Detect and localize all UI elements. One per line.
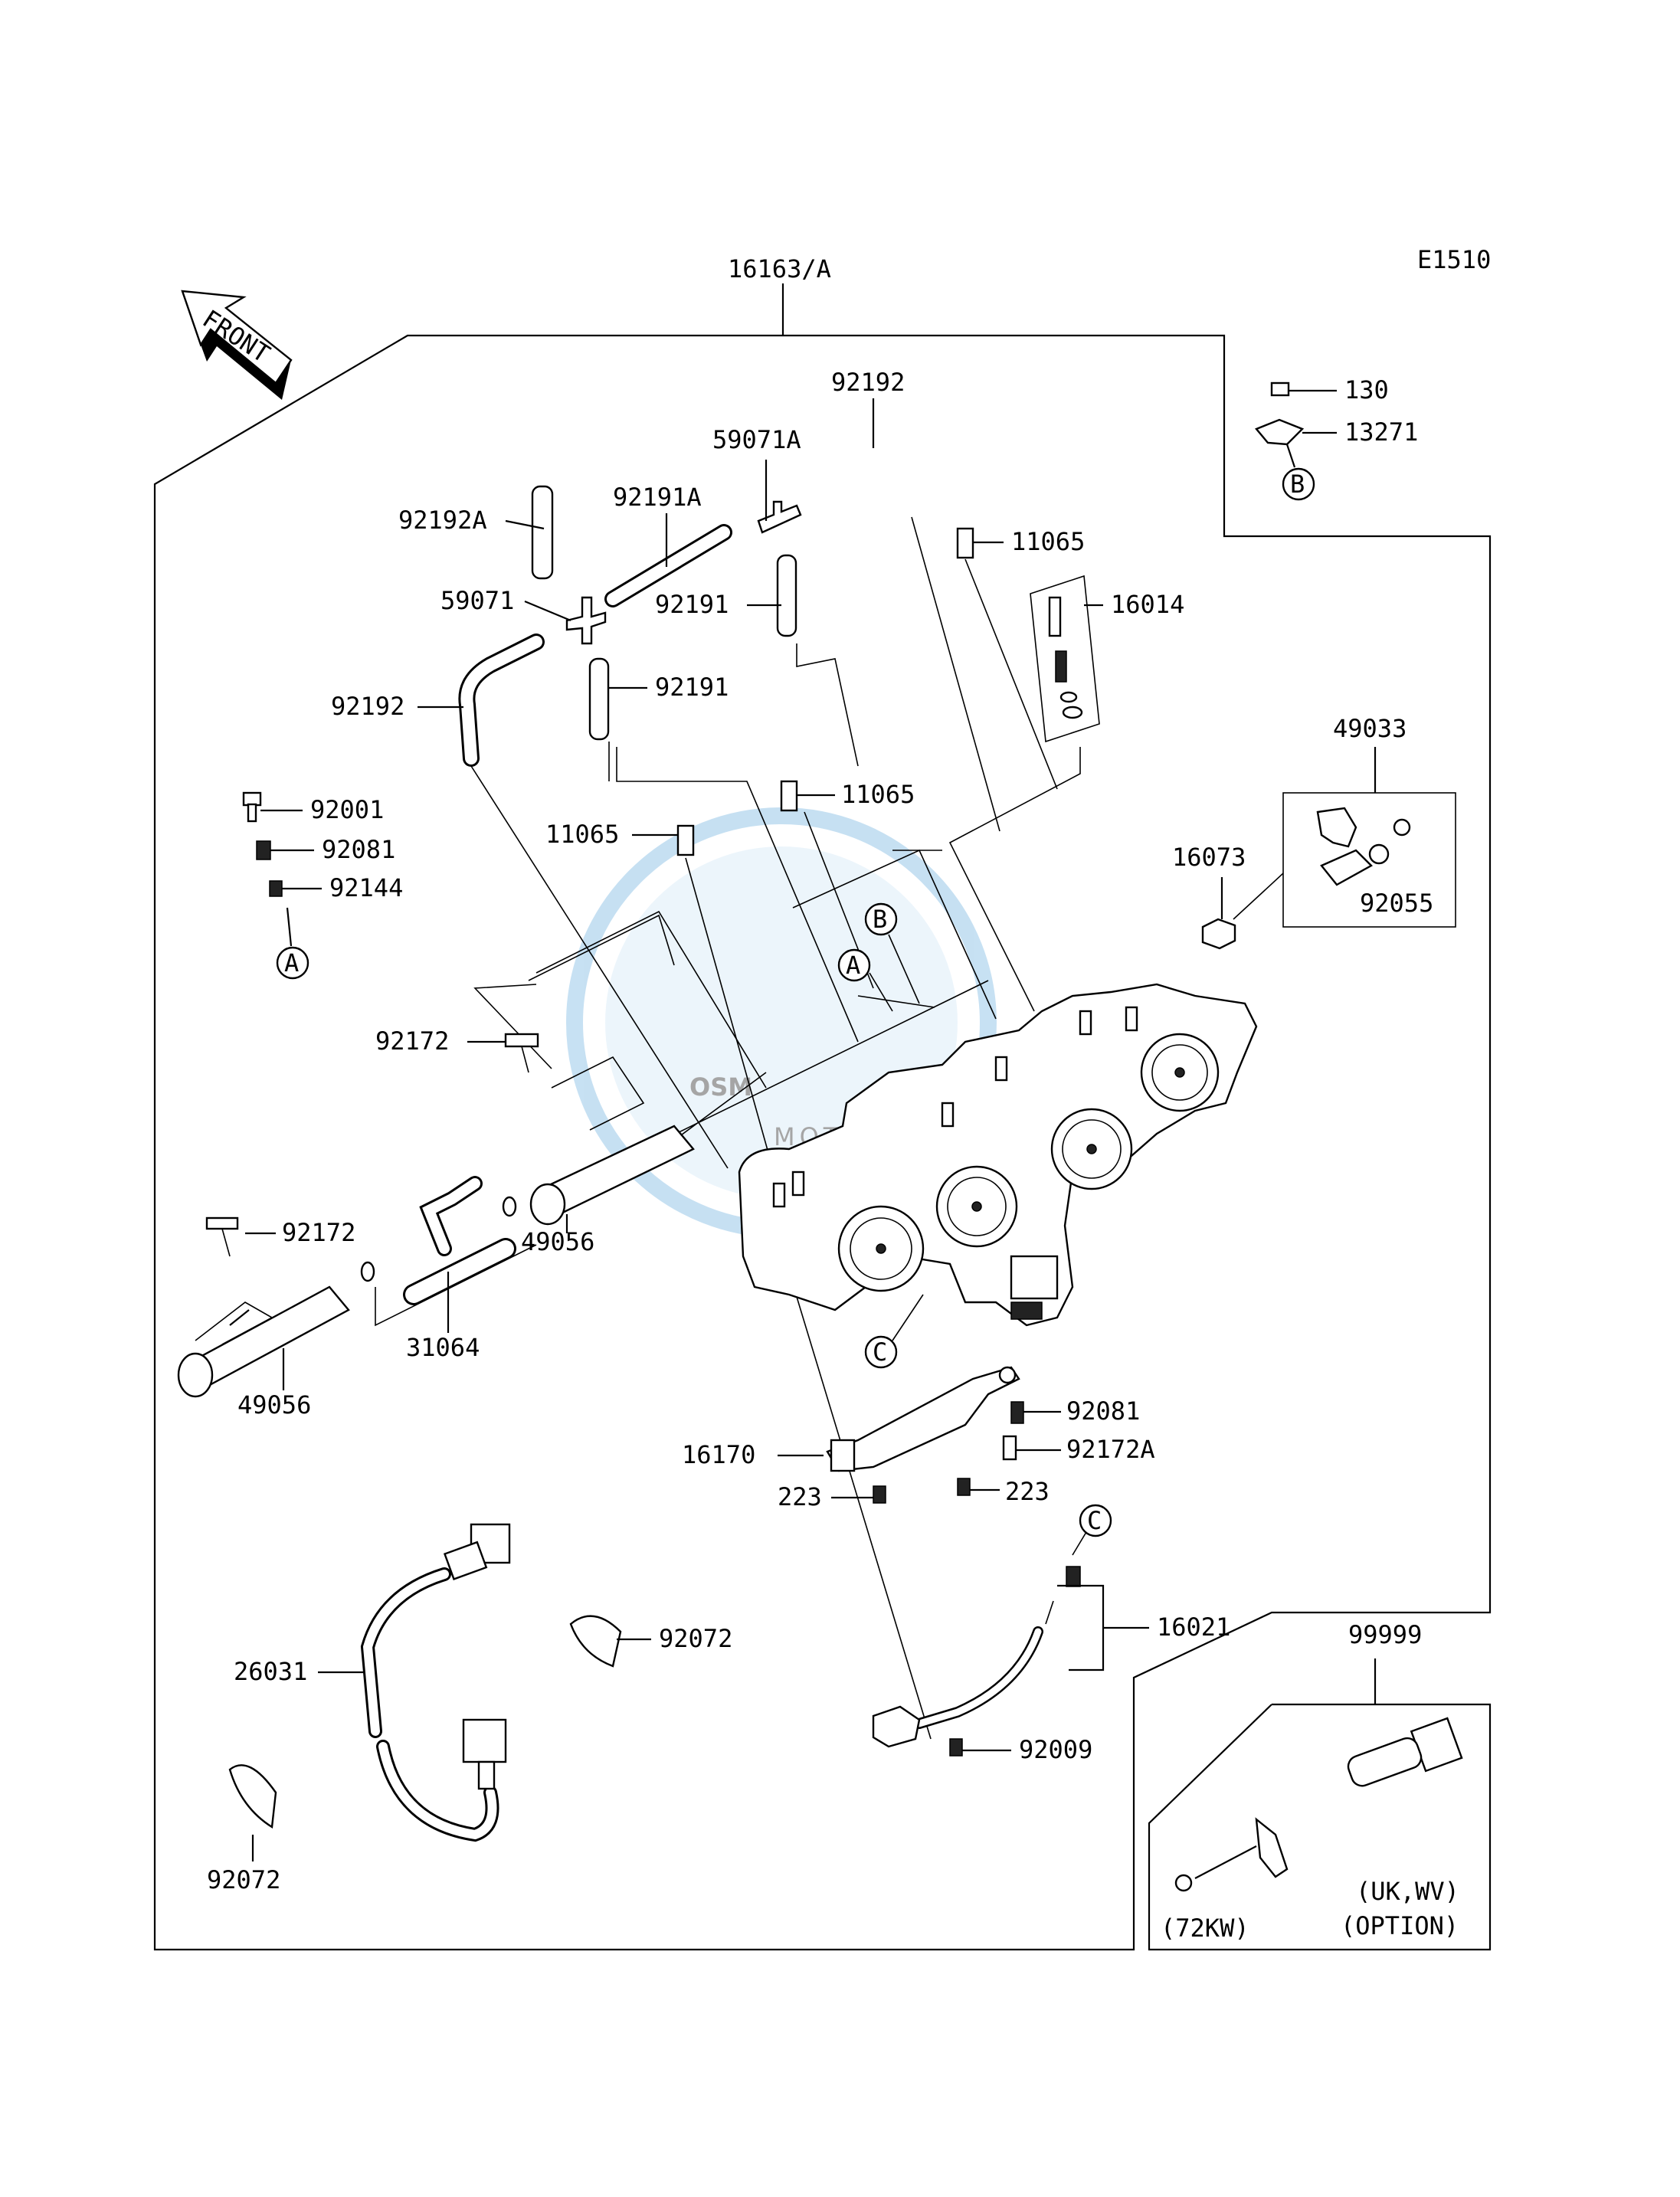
bolt-stack-left: 92001 92081 92144 A	[242, 791, 403, 980]
clamp-92072-mid: 92072	[569, 1615, 732, 1668]
option-connector	[1347, 1717, 1463, 1787]
option-note: (OPTION)	[1341, 1911, 1459, 1940]
label-92191A: 92191A	[613, 483, 702, 512]
label-92191-a: 92191	[655, 590, 729, 619]
option-box: 99999 (UK,WV) (OPTION) (72KW)	[1148, 1620, 1492, 1951]
label-223-left: 223	[778, 1482, 822, 1511]
marker-a-center	[837, 948, 871, 982]
label-16170: 16170	[682, 1440, 755, 1469]
marker-c-center-letter: C	[873, 1338, 887, 1367]
bracket-13271-group: 130 13271 B	[1255, 375, 1418, 501]
marker-a-center-letter: A	[846, 951, 860, 980]
hose-group: 92192 59071A 92191A 92192A 59071 92192 9…	[331, 368, 1085, 856]
marker-c-center	[864, 1335, 898, 1369]
label-11065-top: 11065	[1011, 527, 1085, 556]
label-26031: 26031	[234, 1657, 307, 1686]
nut-16073: 16073	[1172, 843, 1246, 950]
sensor-16021: C 16021 92009	[872, 1504, 1230, 1764]
diagram-code: E1510	[1417, 245, 1491, 274]
label-92191-b: 92191	[655, 673, 729, 702]
marker-b-top-letter: B	[1290, 470, 1305, 499]
label-92172A: 92172A	[1066, 1435, 1155, 1464]
assembly-frame: 16163/A	[153, 254, 1492, 1951]
marker-a-left	[276, 946, 309, 980]
marker-b-center-letter: B	[873, 905, 887, 934]
label-16014: 16014	[1111, 590, 1184, 619]
option-region: (UK,WV)	[1356, 1877, 1459, 1906]
label-92192A: 92192A	[398, 506, 487, 535]
label-92081-right: 92081	[1066, 1396, 1140, 1426]
label-49056-mid: 49056	[521, 1227, 594, 1256]
label-92144: 92144	[329, 873, 403, 902]
label-92172-top: 92172	[375, 1026, 449, 1056]
watermark-brand: OSM	[689, 1072, 752, 1102]
option-bolt	[1174, 1874, 1193, 1892]
label-59071A: 59071A	[712, 425, 801, 454]
option-bracket	[1255, 1817, 1289, 1878]
assembly-label: 16163/A	[728, 254, 831, 283]
label-49033: 49033	[1333, 714, 1407, 743]
label-13271: 13271	[1344, 417, 1418, 447]
marker-b-top	[1282, 467, 1315, 501]
label-92072-mid: 92072	[659, 1624, 732, 1653]
front-arrow-icon: FRONT	[181, 290, 293, 400]
label-92001: 92001	[310, 795, 384, 824]
screw-kit-16014: 16014	[1030, 575, 1184, 743]
label-223-right: 223	[1005, 1477, 1050, 1506]
throttle-body	[738, 983, 1258, 1327]
marker-a-left-letter: A	[284, 948, 299, 977]
fuel-rail-group: 92172 49056 31064 92172 49056	[177, 1026, 695, 1419]
sensor-49033: 49033 92055	[1233, 714, 1456, 928]
label-92192-left: 92192	[331, 692, 404, 721]
label-31064: 31064	[406, 1333, 480, 1362]
label-92172-left: 92172	[282, 1218, 355, 1247]
marker-c-right-letter: C	[1087, 1506, 1102, 1535]
sensor-16170: 16170 92081 92172A 223 223	[682, 1366, 1155, 1511]
label-99999: 99999	[1348, 1620, 1422, 1649]
marker-c-right	[1079, 1504, 1112, 1537]
harness-26031: 26031	[234, 1523, 511, 1842]
markers-center: B A C	[837, 902, 924, 1369]
label-92081-left: 92081	[322, 835, 395, 864]
clamp-92072-left: 92072	[207, 1764, 280, 1894]
label-16021: 16021	[1157, 1613, 1230, 1642]
label-11065-left: 11065	[545, 820, 619, 849]
option-power: (72KW)	[1161, 1914, 1249, 1943]
label-130: 130	[1344, 375, 1389, 404]
label-92192-top: 92192	[831, 368, 905, 397]
label-11065-mid: 11065	[841, 780, 915, 809]
label-59071: 59071	[440, 586, 514, 615]
label-92055: 92055	[1360, 889, 1433, 918]
label-16073: 16073	[1172, 843, 1246, 872]
leader-lines	[470, 516, 1081, 1740]
label-92009: 92009	[1019, 1735, 1092, 1764]
label-49056-left: 49056	[237, 1390, 311, 1419]
marker-b-center	[864, 902, 898, 936]
label-92072-left: 92072	[207, 1865, 280, 1894]
